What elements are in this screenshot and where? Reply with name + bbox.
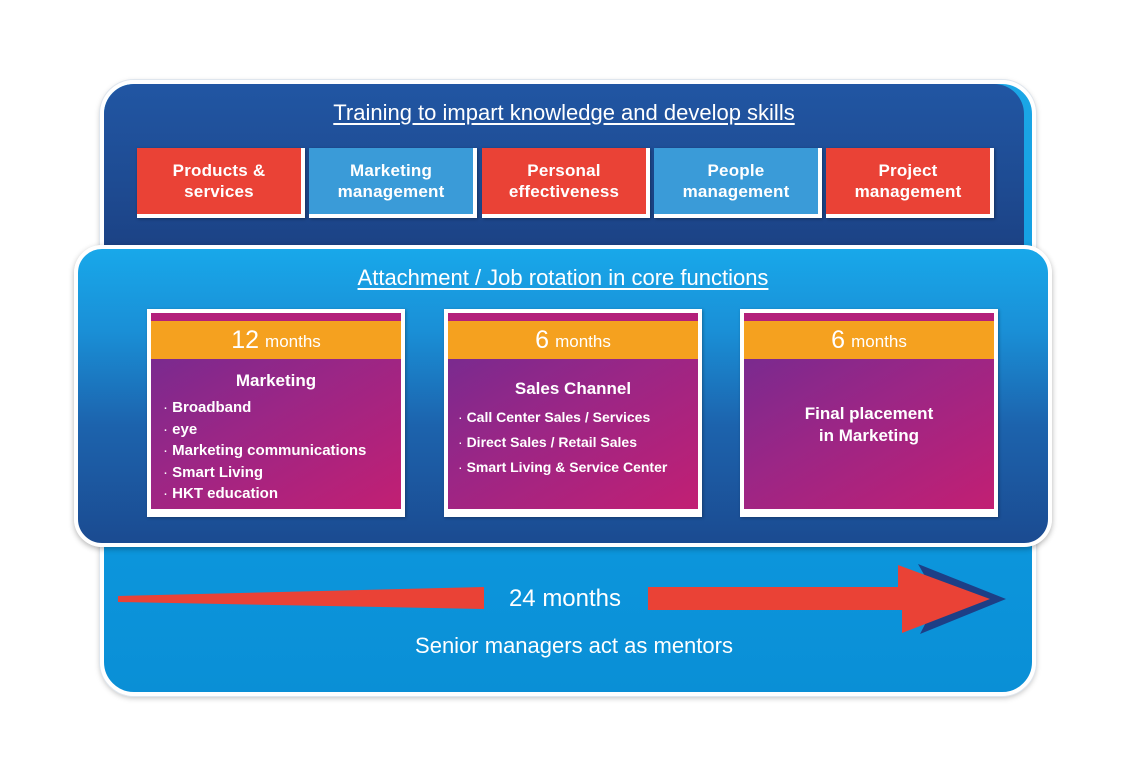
duration-number: 6 [535, 325, 550, 354]
card-list: Call Center Sales / Services Direct Sale… [458, 405, 698, 480]
card-duration: 6 months [744, 321, 994, 359]
arrow-tail [118, 587, 484, 609]
rotation-card-sales-channel: 6 months Sales Channel Call Center Sales… [444, 309, 702, 517]
card-body: Marketing Broadband eye Marketing commun… [151, 359, 401, 509]
list-item: Marketing communications [163, 440, 401, 462]
rotation-card-final-placement: 6 months Final placement in Marketing [740, 309, 998, 517]
card-duration: 6 months [448, 321, 698, 359]
card-title: Final placement in Marketing [804, 404, 934, 445]
mentors-label: Senior managers act as mentors [415, 633, 733, 658]
duration-unit: months [851, 332, 907, 351]
arrow-head [648, 565, 990, 633]
list-item: Call Center Sales / Services [458, 405, 698, 430]
attachment-title: Attachment / Job rotation in core functi… [357, 265, 769, 290]
rotation-card-marketing: 12 months Marketing Broadband eye Market… [147, 309, 405, 517]
card-list: Broadband eye Marketing communications S… [163, 397, 401, 505]
list-item: eye [163, 419, 401, 441]
list-item: Broadband [163, 397, 401, 419]
card-body: Sales Channel Call Center Sales / Servic… [448, 359, 698, 509]
duration-number: 12 [231, 325, 260, 354]
card-title: Sales Channel [514, 379, 632, 398]
duration-number: 6 [831, 325, 846, 354]
list-item: HKT education [163, 483, 401, 505]
duration-unit: months [265, 332, 321, 351]
card-body: Final placement in Marketing [744, 359, 994, 509]
skill-marketing-management: Marketing management [309, 148, 477, 218]
card-duration: 12 months [151, 321, 401, 359]
training-title: Training to impart knowledge and develop… [333, 100, 795, 125]
skill-products-services: Products & services [137, 148, 305, 218]
list-item: Direct Sales / Retail Sales [458, 430, 698, 455]
duration-label: 24 months [508, 585, 622, 612]
card-top-band [744, 313, 994, 321]
timeline-arrow-icon [118, 564, 1006, 634]
card-title: Marketing [235, 371, 317, 390]
skill-people-management: People management [654, 148, 822, 218]
list-item: Smart Living [163, 462, 401, 484]
skill-personal-effectiveness: Personal effectiveness [482, 148, 650, 218]
card-top-band [448, 313, 698, 321]
list-item: Smart Living & Service Center [458, 455, 698, 480]
skill-project-management: Project management [826, 148, 994, 218]
card-top-band [151, 313, 401, 321]
duration-unit: months [555, 332, 611, 351]
